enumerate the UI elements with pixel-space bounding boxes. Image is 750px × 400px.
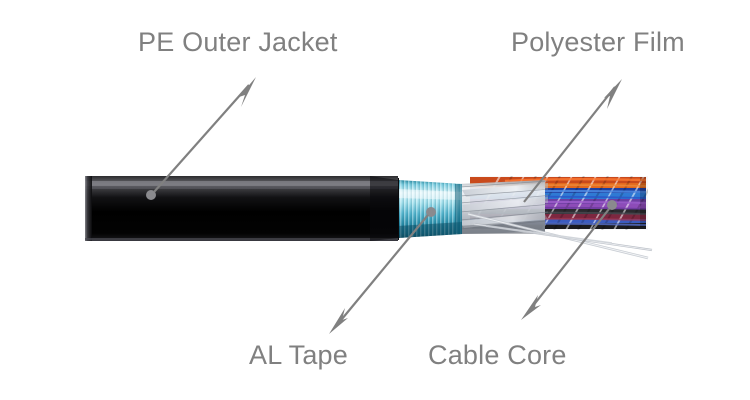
polyester-film-layer bbox=[458, 180, 548, 234]
callout-label-cable-core: Cable Core bbox=[428, 340, 567, 370]
callout-label-al-tape: AL Tape bbox=[249, 340, 348, 370]
callout-leaders bbox=[146, 77, 622, 334]
callout-label-polyester-film: Polyester Film bbox=[511, 27, 685, 57]
outer-jacket-layer bbox=[85, 176, 398, 241]
leader-polyester-film bbox=[523, 79, 622, 203]
leader-cable-core bbox=[521, 200, 617, 320]
leader-pe-outer-jacket bbox=[146, 77, 256, 200]
leader-al-tape bbox=[329, 207, 436, 334]
film-strands bbox=[467, 212, 653, 260]
callout-label-pe-outer-jacket: PE Outer Jacket bbox=[138, 27, 338, 57]
